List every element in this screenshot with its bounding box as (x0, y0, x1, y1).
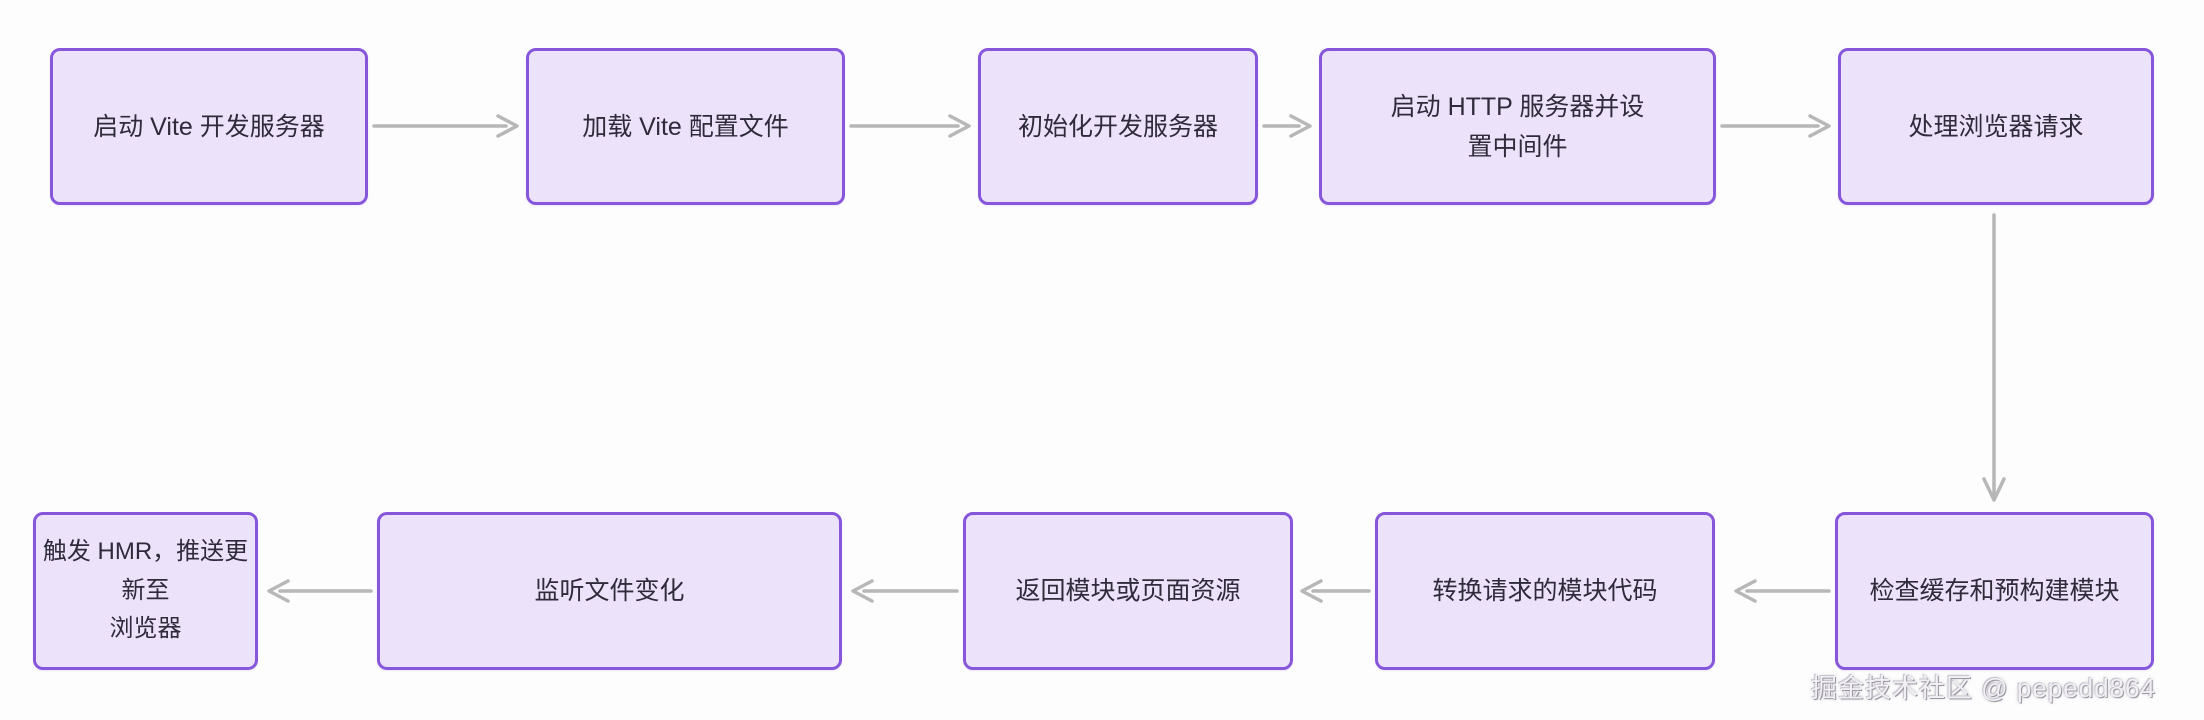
node-start-vite-dev-server: 启动 Vite 开发服务器 (50, 48, 368, 205)
node-start-http-server-middleware: 启动 HTTP 服务器并设 置中间件 (1319, 48, 1716, 205)
node-watch-file-changes: 监听文件变化 (377, 512, 842, 670)
node-init-dev-server: 初始化开发服务器 (978, 48, 1258, 205)
arrow-right-icon (372, 114, 519, 138)
node-load-vite-config: 加载 Vite 配置文件 (526, 48, 845, 205)
node-transform-module-code: 转换请求的模块代码 (1375, 512, 1715, 670)
node-trigger-hmr-push-update: 触发 HMR，推送更新至 浏览器 (33, 512, 258, 670)
node-handle-browser-request: 处理浏览器请求 (1838, 48, 2154, 205)
arrow-left-icon (267, 579, 373, 603)
node-return-module-or-page: 返回模块或页面资源 (963, 512, 1293, 670)
juejin-watermark: 掘金技术社区 @ pepedd864 (1811, 673, 2156, 703)
arrow-left-icon (851, 579, 959, 603)
arrow-right-icon (1262, 114, 1312, 138)
arrow-left-icon (1300, 579, 1371, 603)
arrow-right-icon (849, 114, 971, 138)
node-check-cache-prebundle: 检查缓存和预构建模块 (1835, 512, 2154, 670)
arrow-right-icon (1720, 114, 1831, 138)
arrow-left-icon (1734, 579, 1831, 603)
arrow-down-icon (1982, 213, 2006, 502)
